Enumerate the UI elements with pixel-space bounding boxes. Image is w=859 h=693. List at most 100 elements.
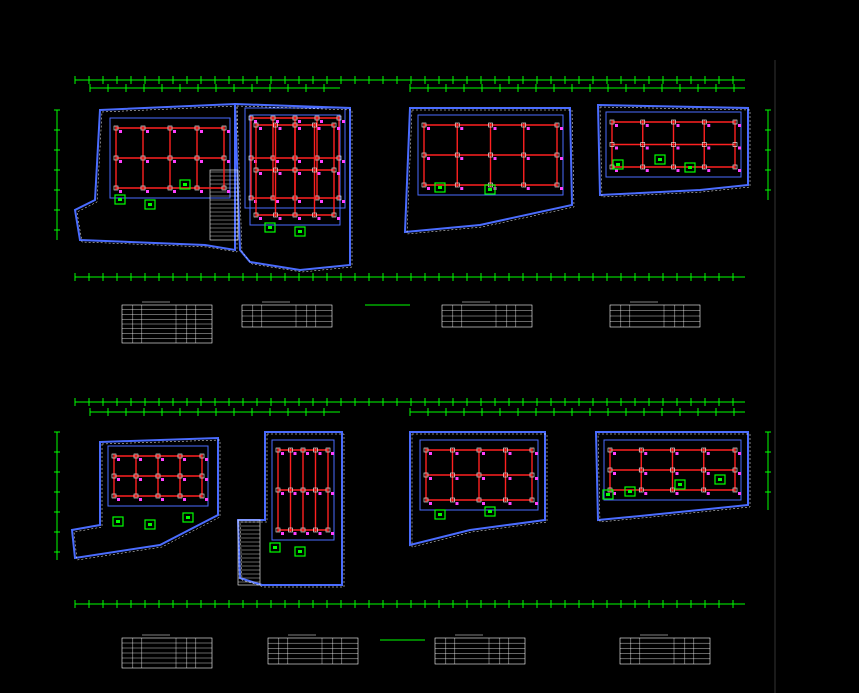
diffuser-marker <box>253 167 259 173</box>
ahu-core <box>658 158 662 161</box>
diffuser-marker <box>288 527 293 533</box>
diffuser-marker <box>155 493 161 499</box>
vav-marker <box>320 200 323 203</box>
diffuser-marker <box>454 122 460 128</box>
vav-marker <box>183 478 186 481</box>
room-outline <box>603 439 742 501</box>
vav-marker <box>560 187 563 190</box>
vav-marker <box>613 452 616 455</box>
vav-marker <box>342 200 345 203</box>
vav-marker <box>460 127 464 130</box>
diffuser-marker <box>423 472 429 478</box>
diffuser-marker <box>199 453 205 459</box>
diffuser-marker <box>248 115 254 121</box>
ahu-core <box>148 523 152 526</box>
vav-marker <box>337 172 340 175</box>
vav-marker <box>161 478 164 481</box>
diffuser-marker <box>503 497 508 503</box>
vav-marker <box>293 452 297 455</box>
diffuser-marker <box>554 182 560 188</box>
vav-marker <box>276 200 279 203</box>
diffuser-marker <box>529 447 535 453</box>
vav-marker <box>318 452 322 455</box>
vav-marker <box>278 217 282 220</box>
vav-marker <box>615 169 618 172</box>
vav-marker <box>146 160 149 163</box>
diffuser-marker <box>167 155 173 161</box>
diffuser-marker <box>292 115 298 121</box>
diffuser-marker <box>671 119 676 125</box>
vav-marker <box>227 190 230 193</box>
diffuser-marker <box>273 167 278 173</box>
diffuser-marker <box>670 487 675 493</box>
diffuser-marker <box>177 453 183 459</box>
diffuser-marker <box>300 447 306 453</box>
vav-marker <box>675 472 679 475</box>
diffuser-marker <box>529 497 535 503</box>
diffuser-marker <box>199 473 205 479</box>
diffuser-marker <box>732 447 738 453</box>
legend-table <box>434 637 526 665</box>
diffuser-marker <box>155 453 161 459</box>
diffuser-marker <box>194 125 200 131</box>
vav-marker <box>342 120 345 123</box>
diffuser-marker <box>336 195 342 201</box>
ahu-core <box>298 550 302 553</box>
plan-outline-offset <box>599 106 751 198</box>
vav-marker <box>738 452 741 455</box>
vav-marker <box>455 477 459 480</box>
ahu-unit <box>684 162 696 173</box>
diffuser-marker <box>253 212 259 218</box>
room-outline <box>109 117 231 199</box>
vav-marker <box>455 452 459 455</box>
diffuser-marker <box>423 497 429 503</box>
plan-outline-offset <box>239 433 345 588</box>
vav-marker <box>738 169 741 172</box>
vav-marker <box>508 452 512 455</box>
diffuser-marker <box>488 152 493 158</box>
vav-marker <box>317 127 321 130</box>
floor-plan-outline <box>70 436 219 560</box>
diffuser-marker <box>325 487 331 493</box>
vav-marker <box>615 124 618 127</box>
diffuser-marker <box>454 182 460 188</box>
vav-marker <box>227 130 230 133</box>
room-outline <box>249 114 341 226</box>
diffuser-marker <box>732 164 738 170</box>
vav-marker <box>259 217 262 220</box>
ahu-unit <box>624 486 636 497</box>
diffuser-marker <box>331 167 337 173</box>
diffuser-marker <box>270 115 276 121</box>
diffuser-marker <box>638 487 644 493</box>
diffuser-marker <box>421 182 427 188</box>
vav-marker <box>119 190 122 193</box>
diffuser-marker <box>476 497 482 503</box>
diffuser-marker <box>312 167 317 173</box>
vav-marker <box>276 120 279 123</box>
vav-marker <box>535 477 538 480</box>
vav-marker <box>738 146 741 150</box>
diffuser-marker <box>331 212 337 218</box>
diffuser-marker <box>607 467 613 473</box>
room-outline <box>417 114 564 196</box>
ahu-unit <box>294 546 306 557</box>
diffuser-marker <box>521 152 527 158</box>
diffuser-marker <box>732 142 738 147</box>
diffuser-marker <box>701 447 707 453</box>
plan-outline-offset <box>411 433 548 548</box>
ahu-core <box>116 520 120 523</box>
vav-marker <box>482 477 485 480</box>
vav-marker <box>278 127 282 130</box>
diffuser-marker <box>421 122 427 128</box>
ahu-unit <box>264 222 276 233</box>
stair-block <box>237 519 261 586</box>
diffuser-marker <box>336 115 342 121</box>
diffuser-marker <box>732 487 738 493</box>
vav-marker <box>645 169 649 172</box>
room-outline <box>107 445 209 507</box>
diffuser-marker <box>314 115 320 121</box>
ahu-core <box>148 203 152 206</box>
vav-marker <box>227 160 230 163</box>
ahu-unit <box>714 474 726 485</box>
